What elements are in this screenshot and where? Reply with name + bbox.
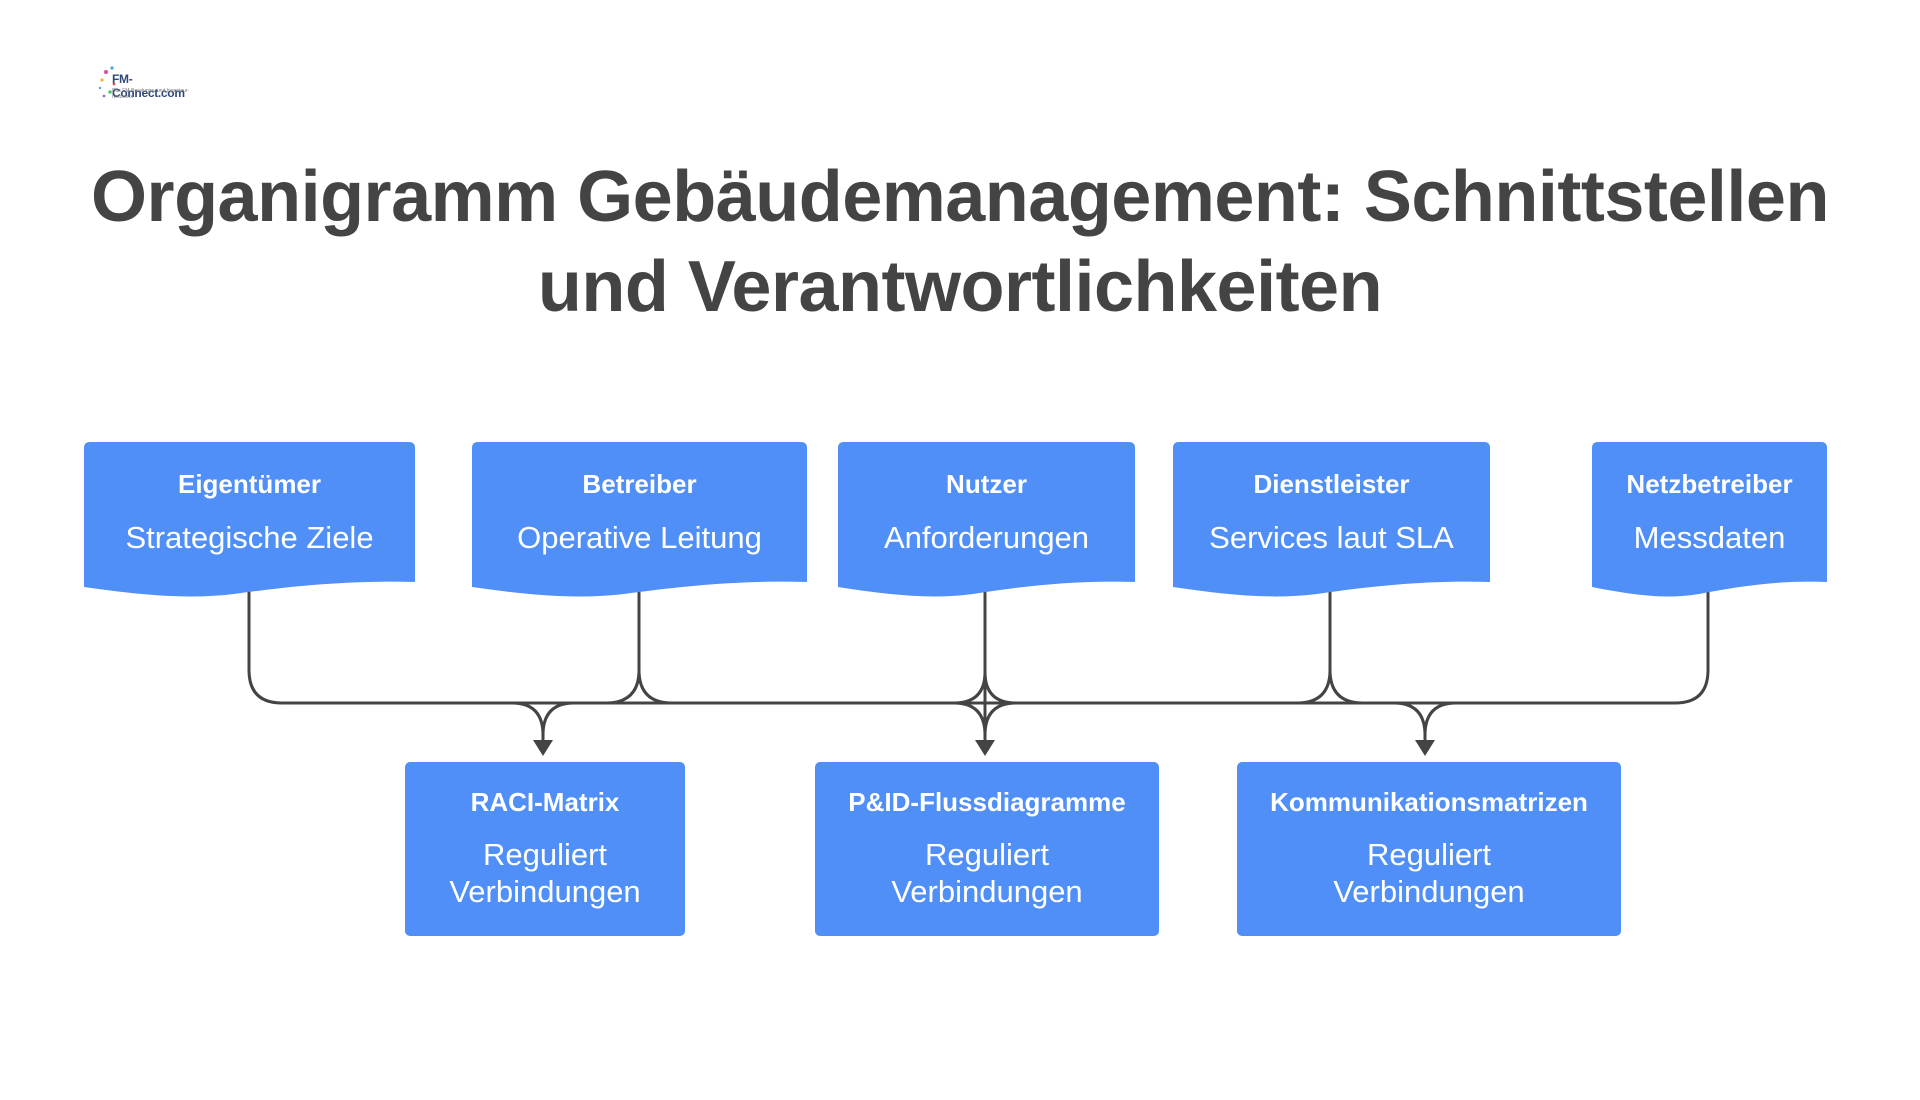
- node-name: Dienstleister: [1253, 469, 1410, 499]
- node-name: Netzbetreiber: [1626, 469, 1793, 499]
- node-role: Messdaten: [1633, 520, 1786, 555]
- node-netzbetreiber: Netzbetreiber Messdaten: [1592, 442, 1827, 600]
- box-desc: Reguliert Verbindungen: [449, 837, 641, 909]
- merge-komm: [1392, 701, 1458, 752]
- node-role: Strategische Ziele: [125, 520, 374, 555]
- page-title-line-2: und Verantwortlichkeiten: [537, 247, 1383, 327]
- node-nutzer: Nutzer Anforderungen: [838, 442, 1135, 600]
- node-name: Eigentümer: [177, 469, 322, 499]
- node-dienstleister: Dienstleister Services laut SLA: [1173, 442, 1490, 600]
- arrowhead-raci: [533, 740, 553, 756]
- node-role: Operative Leitung: [517, 520, 762, 555]
- box-name: RACI-Matrix: [470, 787, 620, 817]
- box-name: P&ID-Flussdiagramme: [848, 787, 1126, 817]
- arrowhead-pid: [975, 740, 995, 756]
- box-pid-flussdiagramme: P&ID-Flussdiagramme Reguliert Verbindung…: [815, 762, 1159, 936]
- arrowhead-komm: [1415, 740, 1435, 756]
- connector-netzbetreiber: [983, 583, 1710, 705]
- box-kommunikationsmatrizen: Kommunikationsmatrizen Reguliert Verbind…: [1237, 762, 1621, 936]
- node-name: Nutzer: [946, 469, 1027, 499]
- box-desc: Reguliert Verbindungen: [1333, 837, 1525, 909]
- box-name: Kommunikationsmatrizen: [1270, 787, 1588, 817]
- node-role: Anforderungen: [883, 520, 1090, 555]
- logo-tagline: Das FM-Beratungs- und Ingenieur-Netzwerk: [112, 88, 190, 100]
- page-title: Organigramm Gebäudemanagement: Schnittst…: [0, 152, 1920, 332]
- logo: FM-Connect.com Das FM-Beratungs- und Ing…: [98, 62, 198, 104]
- connector-eigentuemer: [247, 583, 1002, 705]
- box-raci-matrix: RACI-Matrix Reguliert Verbindungen: [405, 762, 685, 936]
- node-name: Betreiber: [582, 469, 697, 499]
- logo-brand: FM-Connect.com: [112, 72, 185, 100]
- merge-pid: [952, 670, 1018, 737]
- box-desc: Reguliert Verbindungen: [891, 837, 1083, 909]
- merge-raci: [510, 701, 576, 752]
- logo-sparkle-icon: [98, 66, 116, 98]
- connector-dienstleister: [1295, 583, 1365, 705]
- node-eigentuemer: Eigentümer Strategische Ziele: [84, 442, 415, 600]
- page-title-line-1: Organigramm Gebäudemanagement: Schnittst…: [91, 157, 1829, 237]
- node-betreiber: Betreiber Operative Leitung: [472, 442, 807, 600]
- connector-betreiber: [604, 583, 674, 705]
- node-role: Services laut SLA: [1209, 520, 1454, 555]
